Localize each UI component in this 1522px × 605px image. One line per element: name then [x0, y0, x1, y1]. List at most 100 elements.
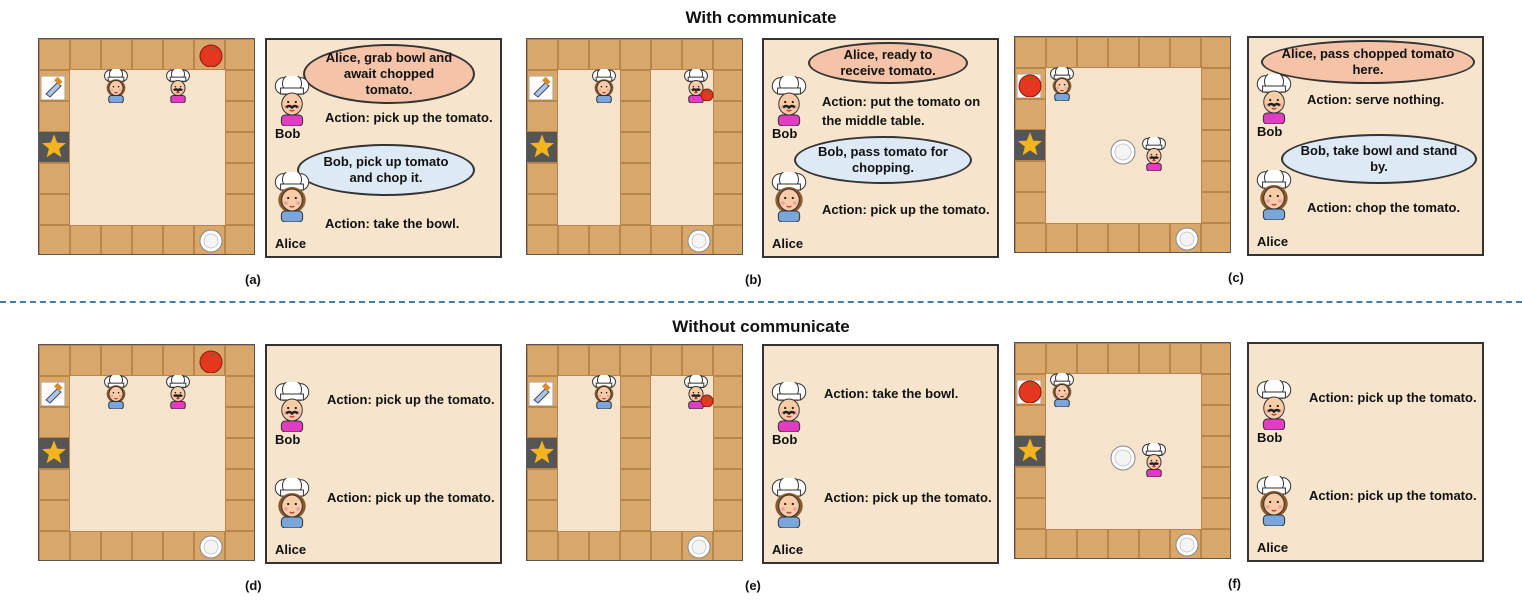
- alice-action-text: Action: pick up the tomato.: [824, 490, 992, 505]
- counter-tile: [589, 39, 620, 70]
- counter-tile: [682, 345, 713, 376]
- counter-tile: [651, 345, 682, 376]
- counter-tile: [558, 345, 589, 376]
- counter-tile: [713, 500, 742, 531]
- counter-tile: [651, 531, 682, 560]
- counter-tile: [225, 376, 254, 407]
- counter-tile: [620, 531, 651, 560]
- counter-tile: [225, 163, 254, 194]
- bob-action-text: Action: serve nothing.: [1307, 92, 1445, 107]
- counter-tile: [70, 39, 101, 70]
- game-board-0: [38, 38, 255, 255]
- counter-tile: [589, 225, 620, 254]
- counter-tile: [1108, 37, 1139, 68]
- counter-tile: [620, 500, 651, 531]
- counter-tile: [39, 101, 70, 132]
- dialogue-panel-2: Alice, pass chopped tomato here.Bob, tak…: [1247, 36, 1484, 256]
- counter-tile: [225, 194, 254, 225]
- counter-tile: [225, 469, 254, 500]
- counter-tile: [713, 39, 742, 70]
- counter-tile: [101, 345, 132, 376]
- counter-tile: [1201, 68, 1230, 99]
- tomato-icon: [199, 349, 223, 374]
- bob-name: Bob: [772, 432, 798, 447]
- label-a: (a): [245, 272, 261, 287]
- chef-icon: [103, 373, 129, 410]
- bob-name: Bob: [1257, 430, 1283, 445]
- bob-speech-bubble: Alice, pass chopped tomato here.: [1261, 40, 1475, 84]
- plate-icon: [1175, 533, 1199, 557]
- chef-icon: [1255, 167, 1293, 221]
- counter-tile: [1201, 161, 1230, 192]
- chef-icon: [1141, 135, 1167, 172]
- counter-tile: [1201, 192, 1230, 223]
- star-icon: [527, 438, 557, 468]
- counter-tile: [101, 531, 132, 560]
- counter-tile: [39, 225, 70, 254]
- counter-tile: [132, 225, 163, 254]
- counter-tile: [132, 531, 163, 560]
- counter-tile: [682, 39, 713, 70]
- game-board-4: [526, 344, 743, 561]
- counter-tile: [713, 531, 742, 560]
- counter-tile: [1139, 223, 1170, 252]
- counter-tile: [620, 225, 651, 254]
- counter-tile: [713, 407, 742, 438]
- counter-tile: [70, 531, 101, 560]
- bob-action-text: Action: pick up the tomato.: [327, 392, 495, 407]
- bob-name: Bob: [275, 126, 301, 141]
- counter-tile: [651, 39, 682, 70]
- counter-tile: [620, 101, 651, 132]
- counter-tile: [1139, 343, 1170, 374]
- counter-tile: [1108, 343, 1139, 374]
- chef-icon: [273, 379, 311, 433]
- counter-tile: [1015, 467, 1046, 498]
- title-with-communicate: With communicate: [685, 8, 837, 27]
- counter-tile: [1077, 343, 1108, 374]
- counter-tile: [589, 531, 620, 560]
- counter-tile: [1015, 498, 1046, 529]
- counter-tile: [527, 163, 558, 194]
- counter-tile: [101, 225, 132, 254]
- counter-tile: [527, 225, 558, 254]
- counter-tile: [713, 194, 742, 225]
- knife-icon: [40, 75, 66, 101]
- counter-tile: [163, 225, 194, 254]
- counter-tile: [1170, 343, 1201, 374]
- counter-tile: [225, 39, 254, 70]
- counter-tile: [713, 376, 742, 407]
- bob-name: Bob: [772, 126, 798, 141]
- counter-tile: [225, 132, 254, 163]
- alice-action-text: Action: chop the tomato.: [1307, 200, 1461, 215]
- knife-icon: [528, 75, 554, 101]
- counter-tile: [1108, 223, 1139, 252]
- label-f: (f): [1228, 576, 1241, 591]
- chef-icon: [770, 169, 808, 223]
- counter-tile: [132, 39, 163, 70]
- counter-tile: [225, 531, 254, 560]
- counter-tile: [39, 407, 70, 438]
- counter-tile: [558, 531, 589, 560]
- plate-icon: [199, 229, 223, 253]
- counter-tile: [527, 194, 558, 225]
- label-c: (c): [1228, 270, 1244, 285]
- counter-tile: [558, 39, 589, 70]
- counter-tile: [39, 163, 70, 194]
- counter-tile: [39, 39, 70, 70]
- counter-tile: [1201, 37, 1230, 68]
- chef-icon: [273, 475, 311, 529]
- counter-tile: [620, 469, 651, 500]
- chef-icon: [1255, 473, 1293, 527]
- bob-action-text: Action: pick up the tomato.: [1309, 390, 1477, 405]
- counter-tile: [713, 101, 742, 132]
- counter-tile: [70, 225, 101, 254]
- counter-tile: [527, 469, 558, 500]
- counter-tile: [620, 39, 651, 70]
- chef-icon: [1255, 71, 1293, 125]
- counter-tile: [620, 376, 651, 407]
- counter-tile: [1077, 37, 1108, 68]
- bob-name: Bob: [1257, 124, 1283, 139]
